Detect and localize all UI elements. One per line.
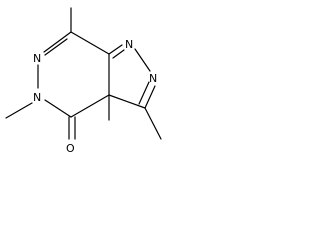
- atom-n-bottom-left: N: [33, 91, 41, 104]
- bond-c3a-c3: [108, 94, 146, 109]
- bond-n2-n1: [134, 48, 151, 72]
- bond-c7-n6-a: [43, 31, 72, 53]
- bond-n1-c7a-b: [112, 49, 125, 59]
- atom-n-pyrazole-upper: N: [125, 38, 133, 51]
- bond-c4-c3a: [70, 94, 110, 118]
- bond-c3-n2-b: [138, 81, 150, 105]
- bond-n5-c4: [44, 99, 72, 118]
- bond-n1-c7a-a: [108, 44, 123, 55]
- molecule-drawing: N N N N O: [5, 7, 162, 155]
- chemical-structure-canvas: N N N N O: [0, 0, 176, 171]
- bond-c7-c7a: [70, 31, 110, 55]
- atom-o-carbonyl: O: [66, 142, 75, 155]
- atom-n-top-left: N: [33, 52, 41, 65]
- bond-methyl-n5: [5, 102, 33, 119]
- bond-c7-n6-b: [44, 38, 68, 56]
- atom-n-pyrazole-lower: N: [149, 72, 157, 85]
- bond-c3-n2-a: [144, 85, 156, 109]
- bond-methyl-c3: [144, 107, 162, 140]
